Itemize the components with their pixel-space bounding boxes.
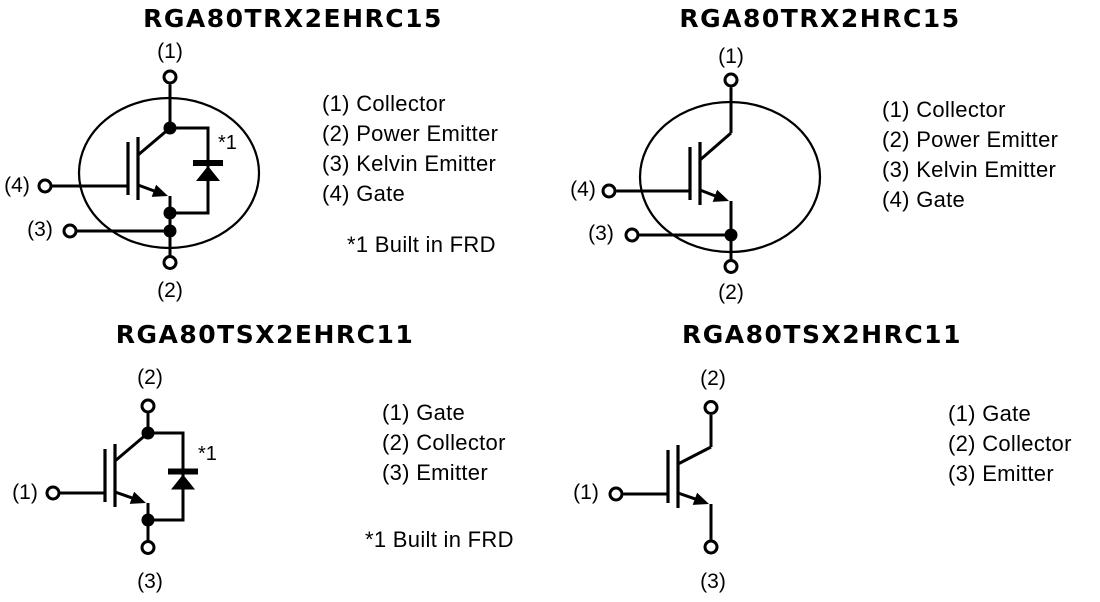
terminal-circles [37,69,178,270]
legend-line: (1) Collector [882,97,1006,122]
legend-line: (4) Gate [322,181,406,206]
emitter-arrow-icon [692,492,709,505]
legend-line: (4) Gate [882,187,966,212]
kelvin-emitter-terminal [624,227,640,243]
schematic-igbt-circled [601,72,822,274]
wires [623,415,713,540]
igbt-symbol [126,126,171,200]
pin-1-gate-label: (1) [12,481,38,504]
gate-terminal [608,486,624,502]
emitter-lead [699,188,718,198]
pin-2-collector-label: (2) [700,367,726,390]
emitter-terminal [703,539,719,555]
legend-line: (2) Power Emitter [882,127,1059,152]
collector-terminal [162,69,178,85]
pin-4-gate-label: (4) [4,174,30,197]
frd-marker: *1 [218,132,237,154]
legend-line: (1) Collector [322,91,446,116]
pin-3-kelvin-emitter-label: (3) [588,222,614,245]
part-title: RGA80TRX2HRC15 [679,4,961,33]
legend-line: (2) Power Emitter [322,121,499,146]
pin-4-gate-label: (4) [570,178,596,201]
gate-terminal [37,178,53,194]
emitter-lead [114,490,135,501]
schematic-igbt-with-frd-circled [37,69,261,270]
wires [616,87,733,260]
emitter-arrow-icon [712,189,729,202]
schematic-igbt-with-frd [45,398,198,555]
legend-line: (3) Emitter [948,461,1054,486]
frd-diode-icon [168,468,198,490]
pin-1-collector-label: (1) [718,45,744,68]
pin-3-emitter-label: (3) [137,570,163,593]
terminal-circles [608,400,719,555]
legend-line: (1) Gate [382,400,466,425]
diode-anode-triangle [196,166,220,181]
legend-line: (2) Collector [382,430,506,455]
pin-3-kelvin-emitter-label: (3) [27,218,53,241]
diode-cathode-bar [168,468,198,475]
legend-line: (3) Kelvin Emitter [322,151,497,176]
frd-note: *1 Built in FRD [347,232,496,257]
frd-diode-icon [193,160,223,181]
emitter-lead [677,491,698,502]
collector-terminal [723,72,739,88]
legend-line: (3) Kelvin Emitter [882,157,1057,182]
pin-2-power-emitter-label: (2) [718,281,744,304]
terminal-circles [45,398,156,555]
legend-line: (3) Emitter [382,460,488,485]
kelvin-emitter-terminal [62,223,78,239]
collector-lead [699,131,732,162]
junction-dots [141,426,155,527]
gate-terminal [601,183,617,199]
igbt-symbol [688,131,732,205]
frd-note: *1 Built in FRD [365,527,514,552]
diode-anode-triangle [171,474,195,490]
igbt-symbol [666,445,712,508]
part-title: RGA80TSX2HRC11 [682,320,962,349]
pin-2-collector-label: (2) [137,366,163,389]
frd-marker: *1 [198,443,217,465]
pin-1-gate-label: (1) [573,481,599,504]
part-title: RGA80TSX2EHRC11 [115,320,415,349]
emitter-arrow-icon [151,184,168,197]
pin-2-power-emitter-label: (2) [157,279,183,302]
collector-lead [677,445,712,466]
terminal-circles [601,72,739,274]
legend-line: (1) Gate [948,401,1032,426]
pin-legend: (1) Gate (2) Collector (3) Emitter [382,398,506,488]
junction-dots [724,228,738,242]
junction-dots [163,121,177,238]
igbt-symbol [103,431,149,507]
collector-lead [114,431,149,463]
collector-lead [137,126,171,157]
emitter-terminal [140,540,156,555]
pin-legend: (1) Collector (2) Power Emitter (3) Kelv… [322,89,498,209]
gate-terminal [45,485,61,501]
pin-1-collector-label: (1) [157,40,183,63]
legend-line: (2) Collector [948,431,1072,456]
diode-cathode-bar [193,160,223,166]
power-emitter-terminal [723,259,739,274]
pin-legend: (1) Collector (2) Power Emitter (3) Kelv… [882,95,1058,215]
pin-legend: (1) Gate (2) Collector (3) Emitter [948,399,1072,489]
part-title: RGA80TRX2EHRC15 [143,4,443,33]
collector-terminal [140,398,156,414]
power-emitter-terminal [162,255,178,270]
pin-3-emitter-label: (3) [700,570,726,593]
collector-terminal [703,400,719,415]
emitter-lead [137,183,157,194]
emitter-arrow-icon [129,491,146,504]
schematic-igbt [608,400,719,555]
